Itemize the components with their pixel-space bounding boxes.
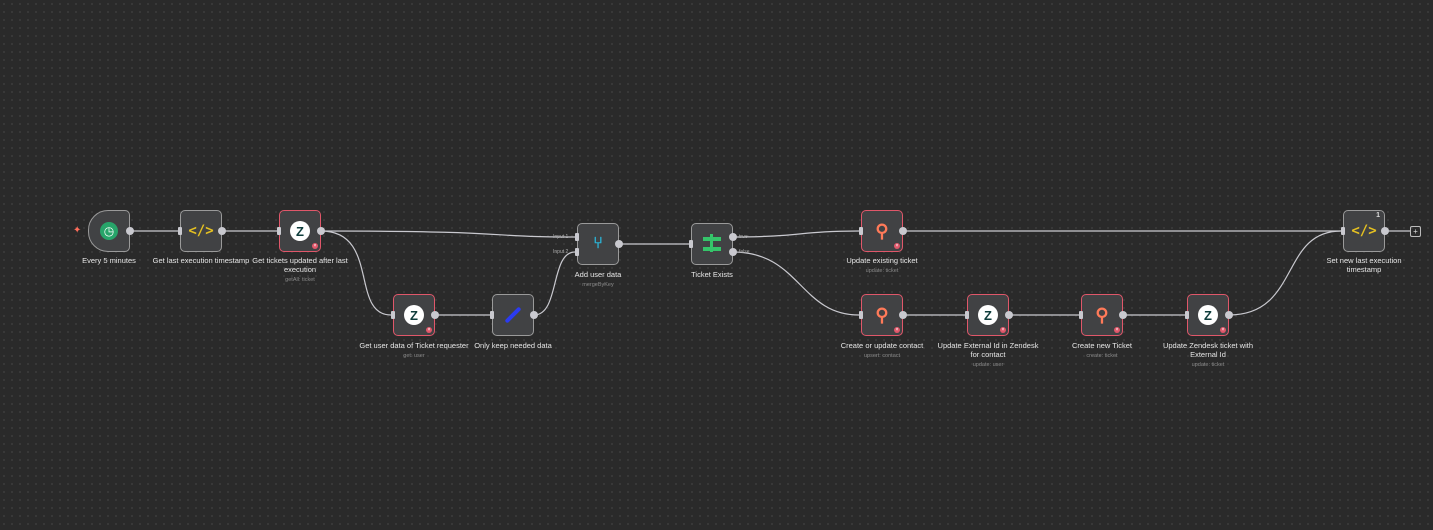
error-icon: ×: [312, 243, 318, 249]
node-label: Every 5 minutes: [82, 256, 136, 265]
output-port[interactable]: [899, 311, 907, 319]
input-port[interactable]: [965, 311, 969, 319]
input-port[interactable]: [277, 227, 281, 235]
node-update-zendesk-ticket[interactable]: Z×: [1187, 294, 1229, 336]
node-create-new-ticket[interactable]: ⚲×: [1081, 294, 1123, 336]
code-icon: </>: [188, 223, 214, 239]
node-label: Get last execution timestamp: [152, 256, 250, 265]
node-add-user-data[interactable]: ⑂: [577, 223, 619, 265]
true-label: true: [739, 234, 748, 240]
input-port-1[interactable]: [575, 233, 579, 241]
output-port[interactable]: [126, 227, 134, 235]
input-port[interactable]: [689, 240, 693, 248]
zendesk-icon: Z: [1198, 305, 1218, 325]
hubspot-icon: ⚲: [875, 304, 889, 325]
node-set-new-timestamp[interactable]: </> 1: [1343, 210, 1385, 252]
add-node-button[interactable]: +: [1410, 226, 1421, 237]
error-icon: ×: [894, 327, 900, 333]
zendesk-icon: Z: [290, 221, 310, 241]
zendesk-icon: Z: [978, 305, 998, 325]
node-get-tickets[interactable]: Z×: [279, 210, 321, 252]
output-port[interactable]: [218, 227, 226, 235]
run-count-badge: 1: [1376, 212, 1380, 219]
zendesk-icon: Z: [404, 305, 424, 325]
node-every-5-minutes[interactable]: ◷: [88, 210, 130, 252]
node-get-last-execution[interactable]: </>: [180, 210, 222, 252]
node-update-existing-ticket[interactable]: ⚲×: [861, 210, 903, 252]
error-icon: ×: [426, 327, 432, 333]
input-port[interactable]: [1341, 227, 1345, 235]
error-icon: ×: [1114, 327, 1120, 333]
node-only-keep-needed[interactable]: [492, 294, 534, 336]
node-label: Get tickets updated after last execution…: [252, 256, 348, 283]
hubspot-icon: ⚲: [875, 220, 889, 241]
true-output-port[interactable]: [729, 233, 737, 241]
error-icon: ×: [894, 243, 900, 249]
output-port[interactable]: [1119, 311, 1127, 319]
code-icon: </>: [1351, 223, 1377, 239]
input-2-label: Input 2: [553, 249, 569, 255]
node-label: Update External Id in Zendesk for contac…: [937, 341, 1039, 368]
input-port[interactable]: [1185, 311, 1189, 319]
input-port-2[interactable]: [575, 248, 579, 256]
output-port[interactable]: [1225, 311, 1233, 319]
node-label: Set new last execution timestamp: [1326, 256, 1402, 274]
node-label: Only keep needed data: [474, 341, 552, 350]
node-ticket-exists[interactable]: [691, 223, 733, 265]
output-port[interactable]: [899, 227, 907, 235]
trigger-bolt-icon: ✦: [73, 225, 82, 236]
error-icon: ×: [1000, 327, 1006, 333]
false-label: false: [739, 249, 750, 255]
clock-icon: ◷: [100, 222, 118, 240]
input-port[interactable]: [1079, 311, 1083, 319]
node-create-update-contact[interactable]: ⚲×: [861, 294, 903, 336]
output-port[interactable]: [530, 311, 538, 319]
output-port[interactable]: [317, 227, 325, 235]
input-port[interactable]: [859, 227, 863, 235]
input-port[interactable]: [490, 311, 494, 319]
input-port[interactable]: [391, 311, 395, 319]
merge-icon: ⑂: [593, 235, 603, 252]
hubspot-icon: ⚲: [1095, 304, 1109, 325]
if-icon: [703, 234, 721, 252]
error-icon: ×: [1220, 327, 1226, 333]
output-port[interactable]: [615, 240, 623, 248]
input-port[interactable]: [178, 227, 182, 235]
output-port[interactable]: [1005, 311, 1013, 319]
input-1-label: Input 1: [553, 234, 569, 240]
pen-icon: [504, 306, 522, 324]
node-label: Ticket Exists: [691, 270, 733, 279]
input-port[interactable]: [859, 311, 863, 319]
node-get-user-data[interactable]: Z×: [393, 294, 435, 336]
node-update-external-id[interactable]: Z×: [967, 294, 1009, 336]
output-port[interactable]: [431, 311, 439, 319]
output-port[interactable]: [1381, 227, 1389, 235]
false-output-port[interactable]: [729, 248, 737, 256]
